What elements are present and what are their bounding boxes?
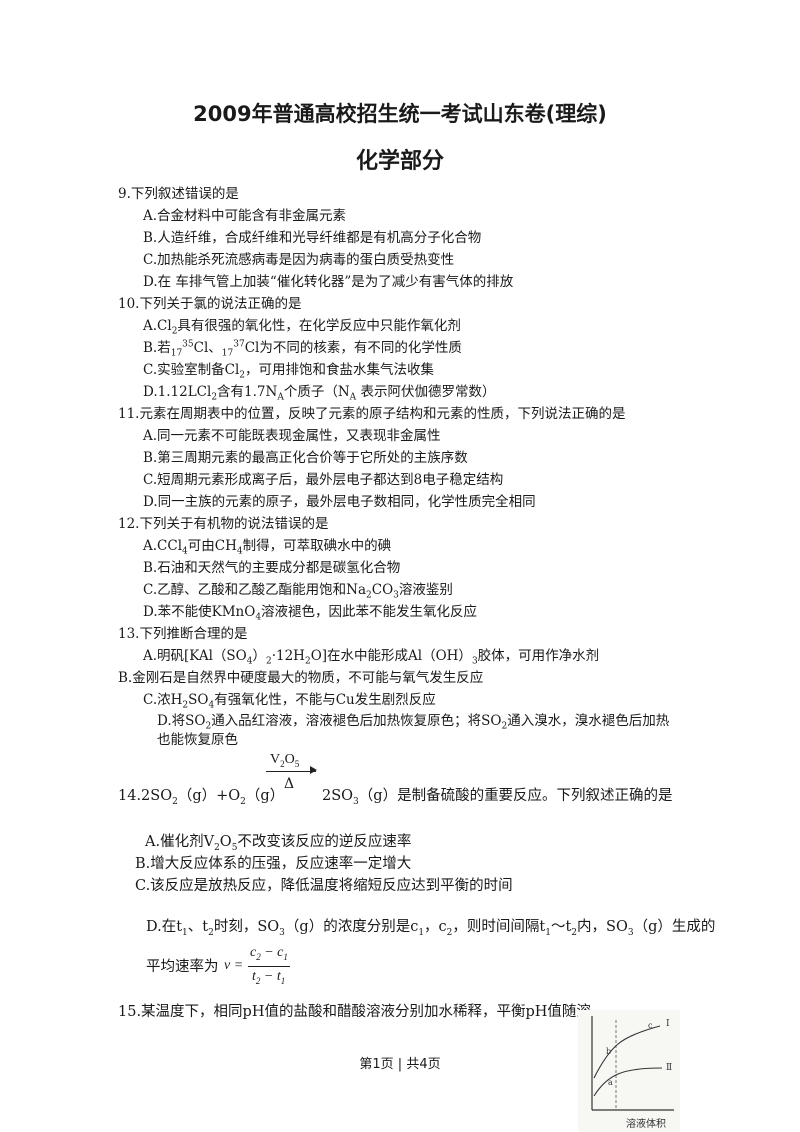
question-11-option-a: A.同一元素不可能既表现金属性，又表现非金属性 [143,428,441,444]
question-13-option-c: C.浓H2SO4有强氧化性，不能与Cu发生剧烈反应 [143,692,436,711]
question-10-option-c: C.实验室制备Cl2，可用排饱和食盐水集气法收集 [143,362,435,381]
question-9-option-c: C.加热能杀死流感病毒是因为病毒的蛋白质受热变性 [143,252,455,268]
question-10-stem: 10.下列关于氯的说法正确的是 [118,296,302,312]
label-I: Ⅰ [666,1019,670,1029]
fraction-denominator: t2 − t1 [252,969,286,986]
rate-symbol: v = [224,958,244,973]
page-title: 2009年普通高校招生统一考试山东卷(理综) [193,102,607,126]
question-14-option-b: B.增大反应体系的压强，反应速率一定增大 [135,856,412,872]
question-14-option-d: D.在t1、t2时刻，SO3（g）的浓度分别是c1，c2，则时间间隔t1～t2内… [146,919,716,938]
fraction-numerator: c2 − c1 [250,945,288,962]
ph-dilution-figure: Ⅰ Ⅱ a b c 溶液体积 [578,1010,680,1132]
fraction-bar [248,966,290,967]
page-footer: 第1页 | 共4页 [359,1057,441,1072]
heat-symbol: Δ [284,776,295,792]
question-11-option-b: B.第三周期元素的最高正化合价等于它所处的主族序数 [143,450,468,466]
question-12-stem: 12.下列关于有机物的说法错误的是 [118,516,329,532]
label-b: b [606,1047,611,1056]
question-13-option-b: B.金刚石是自然界中硬度最大的物质，不可能与氧气发生反应 [118,670,484,686]
question-11-option-c: C.短周期元素形成离子后，最外层电子都达到8电子稳定结构 [143,472,504,488]
question-12-option-d: D.苯不能使KMnO4溶液褪色，因此苯不能发生氧化反应 [143,604,478,623]
section-title: 化学部分 [355,149,444,174]
question-15-stem: 15.某温度下，相同pH值的盐酸和醋酸溶液分别加水稀释，平衡pH值随溶 [118,1004,591,1020]
question-12-option-a: A.CCl4可由CH4制得，可萃取碘水中的碘 [143,538,392,557]
reaction-arrow-head [310,766,317,774]
question-10-option-a: A.Cl2具有很强的氧化性，在化学反应中只能作氧化剂 [143,318,461,337]
question-9-option-a: A.合金材料中可能含有非金属元素 [143,208,347,224]
question-13-stem: 13.下列推断合理的是 [118,626,248,642]
question-9-option-b: B.人造纤维，合成纤维和光导纤维都是有机高分子化合物 [143,230,482,246]
question-14-option-a: A.催化剂V2O5不改变该反应的逆反应速率 [145,834,412,853]
question-14-stem-part1: 14.2SO2（g）+O2（g） [118,788,285,807]
question-11-stem: 11.元素在周期表中的位置，反映了元素的原子结构和元素的性质，下列说法正确的是 [118,406,626,422]
question-14-option-c: C.该反应是放热反应，降低温度将缩短反应达到平衡的时间 [135,878,513,894]
question-14-option-d-line2: 平均速率为 [146,959,219,975]
question-9-stem: 9.下列叙述错误的是 [118,186,239,202]
catalyst-label: V2O5 [270,752,300,769]
question-14-stem-part2: 2SO3（g）是制备硫酸的重要反应。下列叙述正确的是 [322,788,673,807]
curve-I [593,1025,661,1079]
question-11-option-d: D.同一主族的元素的原子，最外层电子数相同，化学性质完全相同 [143,494,536,510]
label-a: a [608,1078,613,1087]
question-10-option-b: B.若1735Cl、1737Cl为不同的核素，有不同的化学性质 [143,339,462,359]
curve-II [593,1067,663,1097]
label-II: Ⅱ [666,1063,672,1073]
question-12-option-b: B.石油和天然气的主要成分都是碳氢化合物 [143,560,401,576]
question-12-option-c: C.乙醇、乙酸和乙酸乙酯能用饱和Na2CO3溶液鉴别 [143,582,453,601]
question-10-option-d: D.1.12LCl2含有1.7NA个质子（NA 表示阿伏伽德罗常数） [143,384,496,403]
question-13-option-a: A.明矾[KAl（SO4）2·12H2O]在水中能形成Al（OH）3胶体，可用作… [143,648,600,667]
question-13-option-d-line1: D.将SO2通入品红溶液，溶液褪色后加热恢复原色；将SO2通入溴水，溴水褪色后加… [157,713,670,732]
label-c: c [648,1021,653,1030]
question-13-option-d-line2: 也能恢复原色 [157,732,238,748]
figure-x-label: 溶液体积 [626,1117,666,1130]
reaction-arrow [266,771,316,772]
question-9-option-d: D.在 车排气管上加装“催化转化器”是为了减少有害气体的排放 [143,274,514,290]
